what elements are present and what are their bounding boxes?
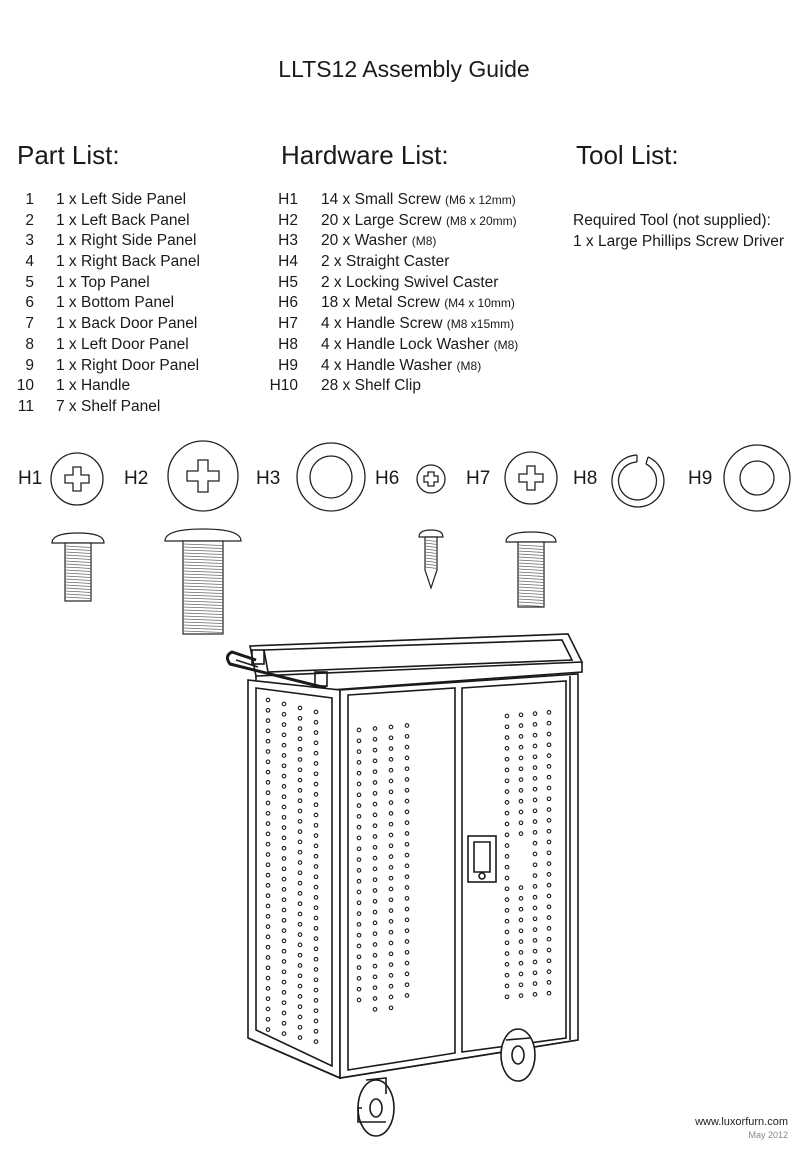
hardware-description: 20 x Washer [321,232,412,250]
hardware-description: 2 x Locking Swivel Caster [321,273,499,291]
hardware-code: H8 [278,335,298,353]
hardware-spec: (M8 x15mm) [446,317,515,332]
hardware-spec: (M4 x 10mm) [444,296,515,311]
h2-screw-head-icon [167,440,239,512]
hardware-description: 28 x Shelf Clip [321,377,421,395]
required-tool-item: 1 x Large Phillips Screw Driver [573,233,785,250]
part-list-heading: Part List: [17,140,120,170]
h1-screw-head-icon [50,452,104,506]
hardware-spec: (M6 x 12mm) [445,193,516,207]
hardware-spec: (M8) [493,337,519,352]
hardware-label-h9: H9 [688,468,713,489]
h9-washer-icon [723,444,791,512]
hardware-description: 20 x Large Screw [321,211,446,229]
h7-screw-side-icon [505,531,557,608]
hardware-label-h2: H2 [124,468,149,489]
hardware-spec: (M8) [411,234,437,249]
part-description: 1 x Right Door Panel [56,356,200,374]
hardware-code: H4 [278,253,298,271]
hardware-list-heading: Hardware List: [281,140,449,170]
tool-list-heading: Tool List: [576,140,679,170]
hardware-illustrations [50,440,791,635]
document-title: LLTS12 Assembly Guide [278,56,530,82]
part-description: 1 x Left Door Panel [56,335,189,353]
part-number: 5 [25,273,34,291]
part-number: 2 [25,211,34,229]
hardware-code: H3 [278,232,298,250]
h7-screw-head-icon [504,451,558,505]
part-description: 1 x Right Side Panel [56,232,197,250]
hardware-label-h1: H1 [18,468,43,489]
hardware-spec: (M8) [456,358,482,373]
h3-washer-icon [296,442,366,512]
part-description: 1 x Bottom Panel [56,294,175,312]
footer-date: May 2012 [748,1130,788,1140]
front-right-caster [500,1028,536,1082]
h6-screw-side-icon [418,529,444,590]
hardware-code: H6 [278,294,298,312]
hardware-code: H9 [278,356,298,374]
hardware-code: H5 [278,273,298,291]
part-description: 1 x Left Side Panel [56,191,187,208]
hardware-label-h8: H8 [573,468,598,489]
hardware-code: H1 [278,191,298,208]
part-description: 7 x Shelf Panel [56,397,161,415]
part-description: 1 x Top Panel [56,273,150,291]
hardware-description: 18 x Metal Screw [321,294,445,312]
hardware-description: 4 x Handle Screw [321,315,447,333]
hardware-description: 4 x Handle Washer [321,356,457,374]
part-description: 1 x Left Back Panel [56,211,190,229]
front-left-caster [357,1077,395,1137]
hardware-code: H10 [269,377,298,395]
hardware-description: 4 x Handle Lock Washer [321,335,494,353]
part-number: 10 [16,377,34,395]
part-description: 1 x Right Back Panel [56,253,200,271]
part-number: 11 [17,397,34,415]
part-number: 7 [25,315,34,333]
part-number: 1 [25,191,34,208]
part-description: 1 x Back Door Panel [56,315,198,333]
hardware-code: H2 [278,211,298,229]
h6-screw-head-icon [416,464,446,494]
hardware-description: 14 x Small Screw [321,191,446,208]
part-number: 8 [25,335,34,353]
hardware-label-h6: H6 [375,468,400,489]
part-number: 4 [25,253,34,271]
required-tool-label: Required Tool (not supplied): [573,212,771,229]
hardware-label-h7: H7 [466,468,491,489]
hardware-code: H7 [278,315,298,333]
part-number: 9 [25,356,34,374]
hardware-description: 2 x Straight Caster [321,253,450,271]
hardware-label-h3: H3 [256,468,281,489]
h8-lock-washer-icon [611,454,665,508]
footer-url: www.luxorfurn.com [695,1116,788,1128]
part-description: 1 x Handle [56,377,131,395]
part-number: 6 [25,294,34,312]
part-number: 3 [25,232,34,250]
hardware-spec: (M8 x 20mm) [445,213,517,228]
